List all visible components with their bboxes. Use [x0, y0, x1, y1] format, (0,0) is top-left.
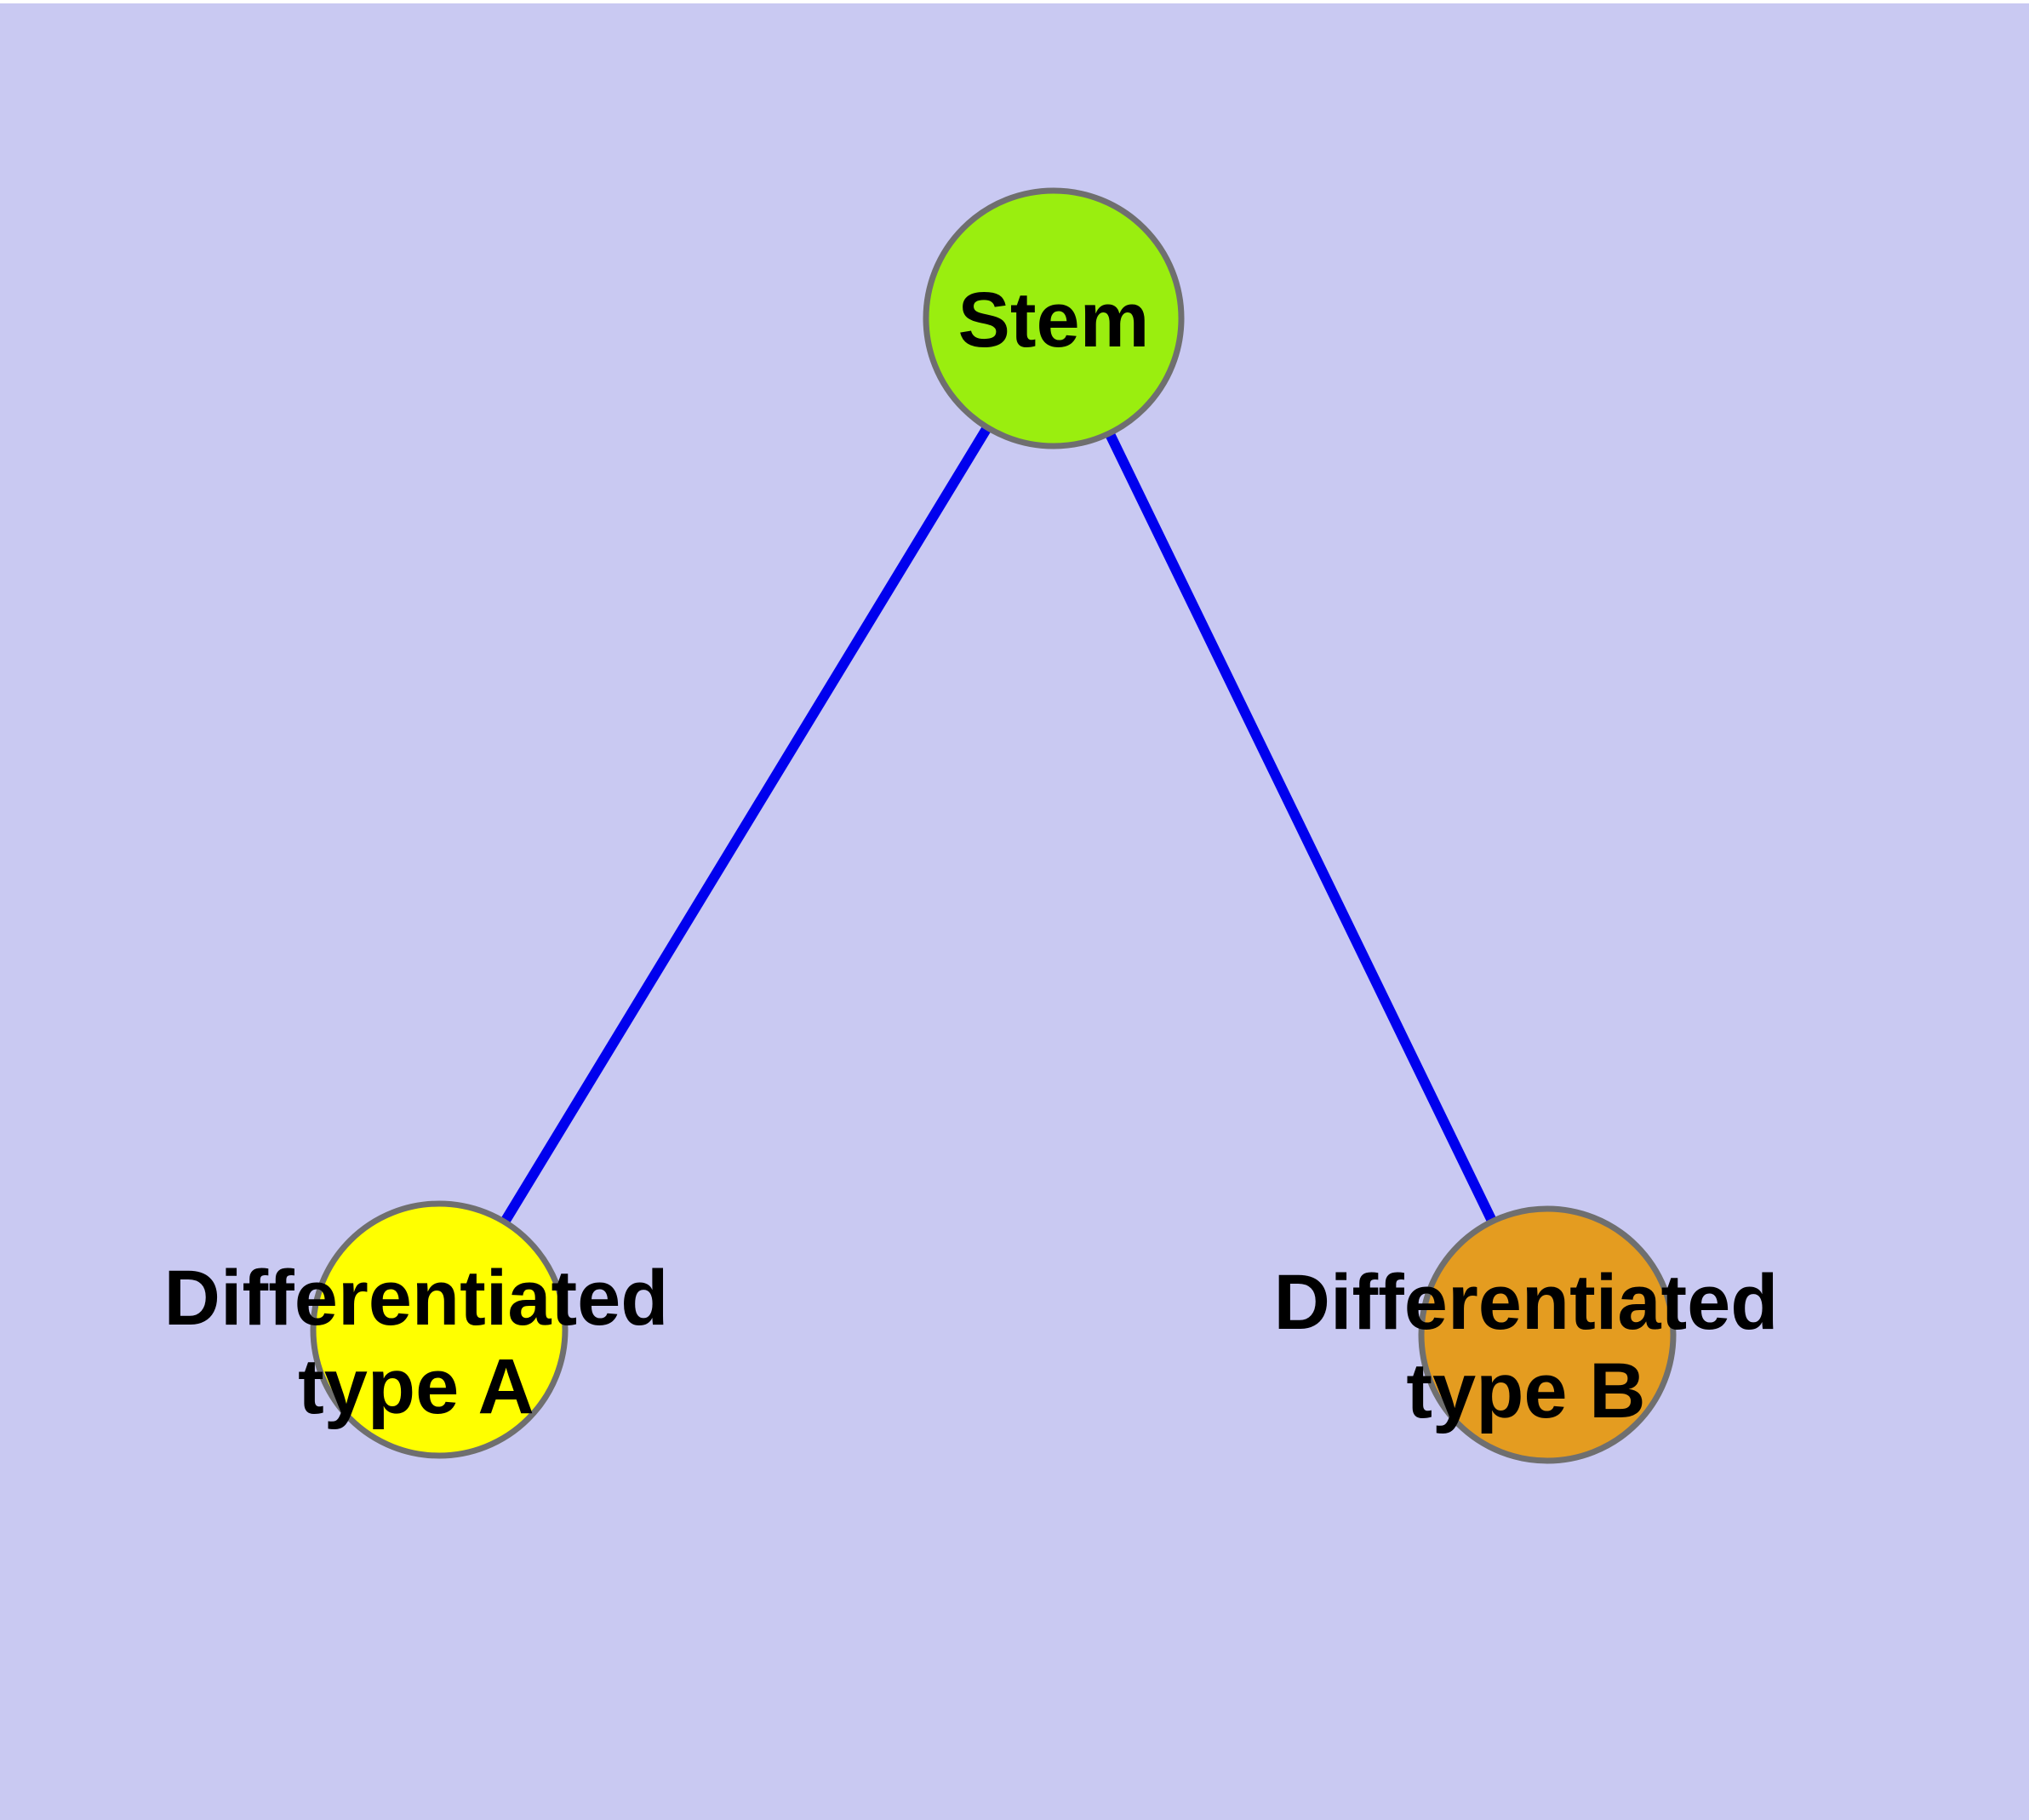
edge-stem-to-type-b: [1049, 316, 1552, 1337]
type-b-node: [1418, 1205, 1677, 1464]
edge-stem-to-type-a: [434, 315, 1059, 1333]
top-border: [0, 0, 2029, 3]
type-a-node: [310, 1200, 569, 1459]
stem-node: [923, 187, 1185, 449]
